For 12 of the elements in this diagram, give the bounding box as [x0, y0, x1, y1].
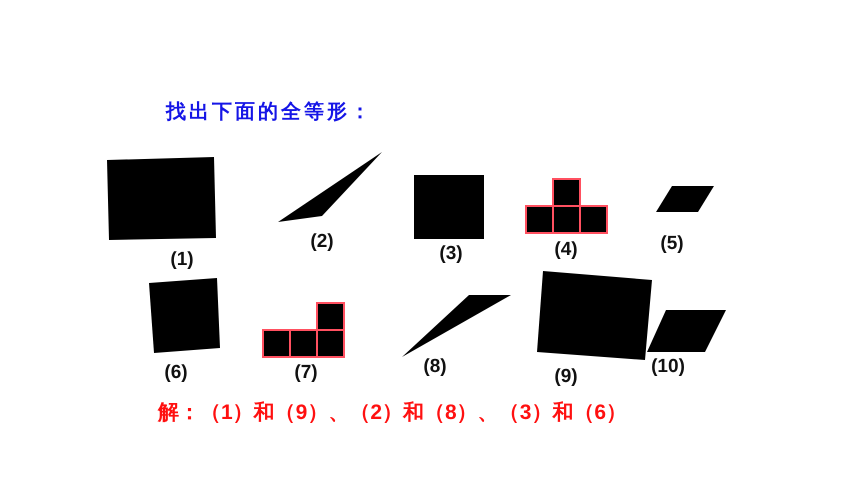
figure-number: (5) — [660, 233, 684, 255]
figure-number: (3) — [439, 243, 463, 265]
figure-number: (4) — [554, 239, 578, 261]
figure-number: (10) — [651, 356, 685, 378]
figure-number: (1) — [170, 249, 194, 271]
figure-number: (9) — [554, 366, 578, 388]
answer-text: 解：（1）和（9）、（2）和（8）、（3）和（6） — [158, 400, 628, 426]
instruction-heading: 找出下面的全等形： — [166, 100, 373, 125]
figure-number: (6) — [164, 362, 188, 384]
figure-number: (2) — [310, 231, 334, 253]
figure-number: (7) — [294, 362, 318, 384]
figure-number: (8) — [423, 356, 447, 378]
